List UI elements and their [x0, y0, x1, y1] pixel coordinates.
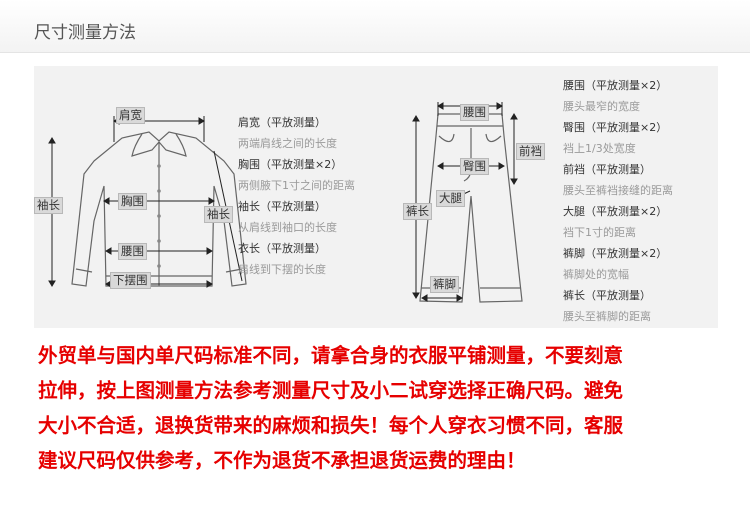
desc-title: 衣长（平放测量）: [238, 242, 326, 255]
desc-sub: 腰头至裤脚的距离: [563, 310, 651, 323]
desc-title: 腰围（平放测量×2）: [563, 79, 668, 92]
label-waist: 腰围: [118, 243, 147, 260]
notice-line: 建议尺码仅供参考，不作为退货不承担退货运费的理由！: [38, 449, 526, 472]
label-hem: 下摆围: [110, 272, 151, 289]
desc-sub: 两端肩线之间的长度: [238, 137, 337, 150]
desc-title: 臀围（平放测量×2）: [563, 121, 668, 134]
label-sleeve: 袖长: [204, 206, 233, 223]
shirt-outline: [71, 131, 247, 287]
desc-sub: 裆上1/3处宽度: [563, 142, 636, 155]
desc-title: 大腿（平放测量×2）: [563, 205, 668, 218]
shirt-descriptions: 肩宽（平放测量） 两端肩线之间的长度 胸围（平放测量×2） 两侧腋下1寸之间的距…: [238, 112, 355, 280]
desc-sub: 裤脚处的宽幅: [563, 268, 629, 281]
header-bar: 尺寸测量方法: [0, 0, 750, 53]
desc-title: 袖长（平放测量）: [238, 200, 326, 213]
desc-sub: 裆下1寸的距离: [563, 226, 636, 239]
desc-sub: 从肩线到袖口的长度: [238, 221, 337, 234]
notice-line: 外贸单与国内单尺码标准不同，请拿合身的衣服平铺测量，不要刻意: [38, 344, 624, 367]
sizing-notice: 外贸单与国内单尺码标准不同，请拿合身的衣服平铺测量，不要刻意 拉伸，按上图测量方…: [38, 338, 728, 478]
desc-title: 裤长（平放测量）: [563, 289, 651, 302]
label-front-rise: 前裆: [516, 143, 545, 160]
desc-title: 前裆（平放测量）: [563, 163, 651, 176]
desc-sub: 腰头至裤裆接缝的距离: [563, 184, 673, 197]
label-shoulder: 肩宽: [116, 107, 145, 124]
label-length-left: 袖长: [34, 197, 63, 214]
label-pants-length: 裤长: [403, 203, 432, 220]
desc-title: 肩宽（平放测量）: [238, 116, 326, 129]
label-thigh: 大腿: [436, 190, 465, 207]
measurement-diagram: 肩宽 胸围 腰围 下摆围 袖长 袖长 肩宽（平放测量） 两端肩线之间的长度 胸围…: [34, 66, 718, 328]
page-title: 尺寸测量方法: [34, 23, 136, 43]
pants-descriptions: 腰围（平放测量×2） 腰头最窄的宽度 臀围（平放测量×2） 裆上1/3处宽度 前…: [563, 75, 673, 327]
notice-line: 拉伸，按上图测量方法参考测量尺寸及小二试穿选择正确尺码。避免: [38, 379, 624, 402]
label-hip: 臀围: [460, 158, 489, 175]
desc-title: 裤脚（平放测量×2）: [563, 247, 668, 260]
label-chest: 胸围: [118, 193, 147, 210]
label-leg-opening: 裤脚: [430, 276, 459, 293]
desc-sub: 肩线到下摆的长度: [238, 263, 326, 276]
desc-sub: 腰头最窄的宽度: [563, 100, 640, 113]
notice-line: 大小不合适，退换货带来的麻烦和损失！每个人穿衣习惯不同，客服: [38, 414, 624, 437]
desc-title: 胸围（平放测量×2）: [238, 158, 343, 171]
desc-sub: 两侧腋下1寸之间的距离: [238, 179, 355, 192]
label-pants-waist: 腰围: [460, 104, 489, 121]
